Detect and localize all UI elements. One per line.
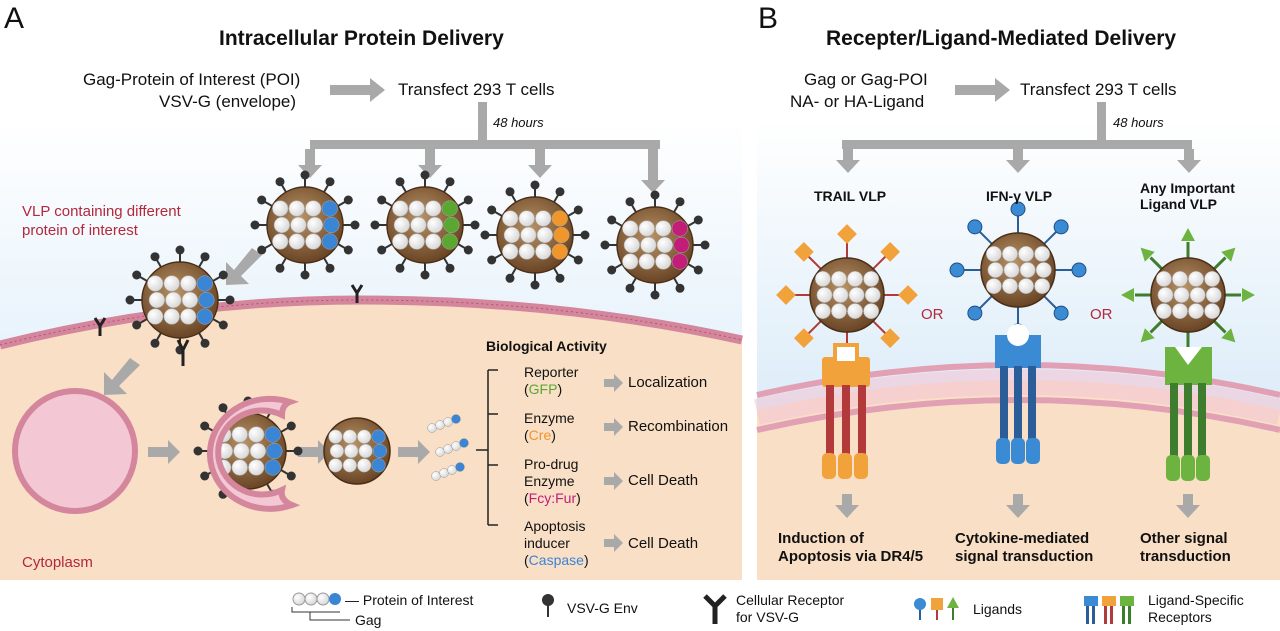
or-label-2: OR — [1090, 306, 1113, 323]
protein-bead — [435, 447, 445, 457]
trail-receptor — [822, 343, 870, 479]
vlp-particle — [480, 180, 590, 290]
outcome-1-line-1: Induction of — [778, 530, 864, 547]
panel-a-letter: A — [4, 2, 25, 35]
released-proteins — [427, 414, 469, 481]
vlp-particle — [1121, 228, 1255, 362]
legend-lsr-1: Ligand-Specific — [1148, 592, 1244, 608]
panel-a-input-2: VSV-G (envelope) — [159, 92, 297, 111]
protein-bead — [459, 438, 469, 448]
any-vlp-label-2: Ligand VLP — [1140, 196, 1217, 212]
ifn-vlp-label: IFN-γ VLP — [986, 188, 1053, 204]
panel-a-title: Intracellular Protein Delivery — [219, 27, 504, 50]
protein-bead — [455, 462, 465, 472]
ifn-receptor — [995, 324, 1041, 464]
activity-prodrug-2: Enzyme — [524, 473, 575, 489]
legend-poi: — Protein of Interest — [345, 592, 474, 608]
panel-a-transfect: Transfect 293 T cells — [398, 80, 555, 99]
legend-receptor-1: Cellular Receptor — [736, 592, 845, 608]
legend-lsr-2: Receptors — [1148, 609, 1212, 625]
gfp-label: GFP — [528, 381, 558, 397]
panel-a-hours: 48 hours — [493, 115, 544, 130]
biological-activity-heading: Biological Activity — [486, 338, 607, 354]
result-cell-death-1: Cell Death — [628, 472, 699, 489]
vsvg-receptor — [93, 284, 364, 366]
protein-bead — [431, 471, 441, 481]
legend-receptor-2: for VSV-G — [736, 609, 800, 625]
result-cell-death-2: Cell Death — [628, 535, 699, 552]
outcome-2-line-1: Cytokine-mediated — [955, 530, 1090, 547]
vlp-particle — [370, 170, 480, 280]
legend-ligands: Ligands — [973, 601, 1023, 617]
protein-bead — [451, 441, 461, 451]
legend-vsvg: VSV-G Env — [567, 600, 638, 616]
result-recombination: Recombination — [628, 418, 729, 435]
activity-enzyme-sub: (Cre) — [524, 427, 556, 443]
outcome-2-line-2: signal transduction — [955, 548, 1094, 565]
activity-enzyme: Enzyme — [524, 410, 575, 426]
vlp-particle — [125, 245, 235, 355]
activity-reporter-sub: (GFP) — [524, 381, 563, 397]
outcome-3-line-1: Other signal — [1140, 530, 1228, 547]
panel-a-input-1: Gag-Protein of Interest (POI) — [83, 70, 301, 89]
protein-bead — [451, 414, 461, 424]
panel-a-background — [0, 120, 743, 580]
endosome — [12, 388, 301, 514]
vlp-particle — [250, 170, 360, 280]
activity-bracket — [476, 369, 498, 526]
other-receptor — [1165, 347, 1212, 481]
panel-b-input-1: Gag or Gag-POI — [804, 70, 928, 89]
trail-vlp-label: TRAIL VLP — [814, 188, 887, 204]
caspase-label: Caspase — [528, 552, 584, 568]
activity-apoptosis-sub: (Caspase) — [524, 552, 589, 568]
cre-label: Cre — [528, 427, 552, 443]
legend-icons — [291, 592, 1134, 624]
protein-bead — [427, 423, 437, 433]
outcome-3-line-2: transduction — [1140, 548, 1231, 565]
activity-apoptosis: Apoptosis — [524, 518, 586, 534]
panel-b-letter: B — [758, 2, 779, 35]
protein-bead — [435, 420, 445, 430]
activity-prodrug-sub: (Fcy:Fur) — [524, 490, 581, 506]
panel-b-transfect: Transfect 293 T cells — [1020, 80, 1177, 99]
protein-bead — [443, 444, 453, 454]
protein-bead — [447, 465, 457, 475]
panel-b-input-2: NA- or HA-Ligand — [790, 92, 925, 111]
outcome-1-line-2: Apoptosis via DR4/5 — [778, 548, 924, 565]
legend-gag: Gag — [355, 612, 382, 628]
vlp-label-line-2: protein of interest — [22, 222, 138, 239]
result-localization: Localization — [628, 374, 708, 391]
panel-a-arrows — [104, 78, 665, 552]
protein-bead — [443, 417, 453, 427]
panel-b-hours: 48 hours — [1113, 115, 1164, 130]
activity-prodrug: Pro-drug — [524, 456, 579, 472]
panel-b-title: Recepter/Ligand-Mediated Delivery — [826, 27, 1177, 50]
activity-apoptosis-2: inducer — [524, 535, 570, 551]
vlp-label-line-1: VLP containing different — [22, 203, 181, 220]
fcy-label: Fcy:Fur — [528, 490, 577, 506]
or-label-1: OR — [921, 306, 944, 323]
cytoplasm-label: Cytoplasm — [22, 554, 93, 571]
vlp-particle — [949, 201, 1087, 339]
any-vlp-label-1: Any Important — [1140, 180, 1235, 196]
activity-reporter: Reporter — [524, 364, 579, 380]
vlp-particle — [323, 417, 391, 485]
protein-bead — [439, 468, 449, 478]
panel-b-arrows — [835, 78, 1201, 518]
vlp-particle — [600, 190, 710, 300]
